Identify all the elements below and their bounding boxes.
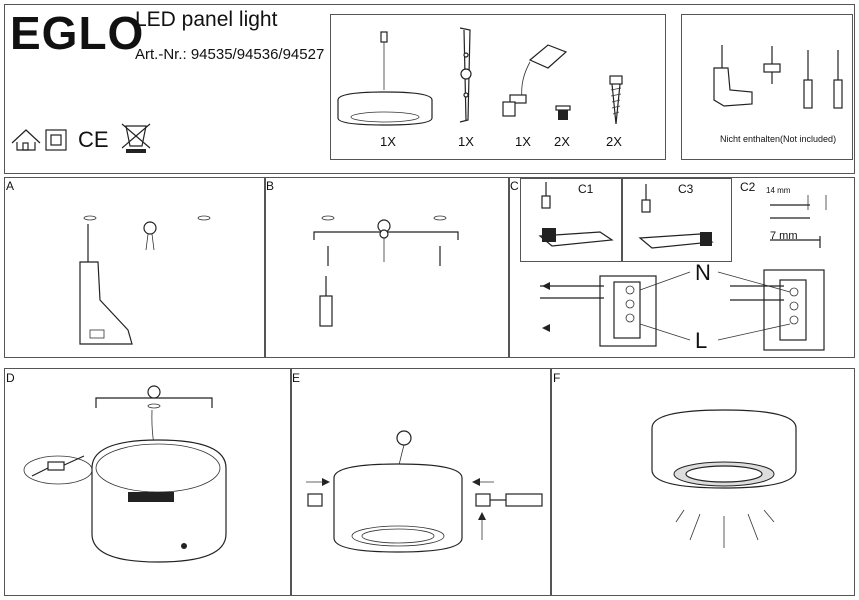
step-b-panel <box>264 177 510 358</box>
screwdriver-flat-icon <box>803 50 813 109</box>
screw-nut-icon <box>555 105 571 120</box>
qty-bracket: 1X <box>458 134 474 149</box>
tools-box <box>681 14 853 160</box>
panel-light-icon <box>337 31 433 126</box>
live-label: L <box>695 328 708 353</box>
step-a-panel <box>4 177 266 358</box>
step-d-label: D <box>6 371 15 385</box>
step-f-label: F <box>553 371 561 385</box>
step-e-label: E <box>292 371 301 385</box>
step-b-label: B <box>266 179 275 193</box>
header-panel <box>4 4 855 174</box>
qty-screw: 2X <box>606 134 622 149</box>
driver-icon <box>502 44 568 117</box>
step-c-label: C <box>510 179 519 193</box>
wall-plug-icon <box>763 46 781 84</box>
weee-bin-icon <box>121 123 151 153</box>
step-c-panel <box>508 177 855 358</box>
step-e-panel <box>290 368 552 596</box>
strip-length-short: 7 mm <box>770 230 798 242</box>
tools-note: Nicht enthalten(Not included) <box>720 134 837 144</box>
house-icon <box>11 129 41 151</box>
step-c3-box <box>622 178 732 262</box>
brand-logo: EGLO <box>10 7 145 59</box>
contents-box <box>330 14 666 160</box>
drill-icon <box>713 45 753 107</box>
step-c1-label: C1 <box>578 182 594 196</box>
step-c3-label: C3 <box>678 182 694 196</box>
step-a-label: A <box>6 179 15 193</box>
screwdriver-phillips-icon <box>833 50 843 109</box>
class-ii-icon <box>45 129 67 151</box>
screw-icon <box>609 75 623 125</box>
neutral-label: N <box>695 260 711 285</box>
ce-mark-icon: CE <box>78 127 109 152</box>
article-number: Art.-Nr.: 94535/94536/94527 <box>135 46 325 63</box>
strip-length-long: 14 mm <box>766 186 791 195</box>
product-title: LED panel light <box>135 8 278 31</box>
qty-driver: 1X <box>515 134 531 149</box>
step-f-panel <box>550 368 855 596</box>
step-c2-label: C2 <box>740 180 756 194</box>
step-c1-box <box>520 178 622 262</box>
qty-nut: 2X <box>554 134 570 149</box>
mounting-bracket-icon <box>459 27 472 123</box>
qty-panel: 1X <box>380 134 396 149</box>
step-d-panel <box>4 368 292 596</box>
